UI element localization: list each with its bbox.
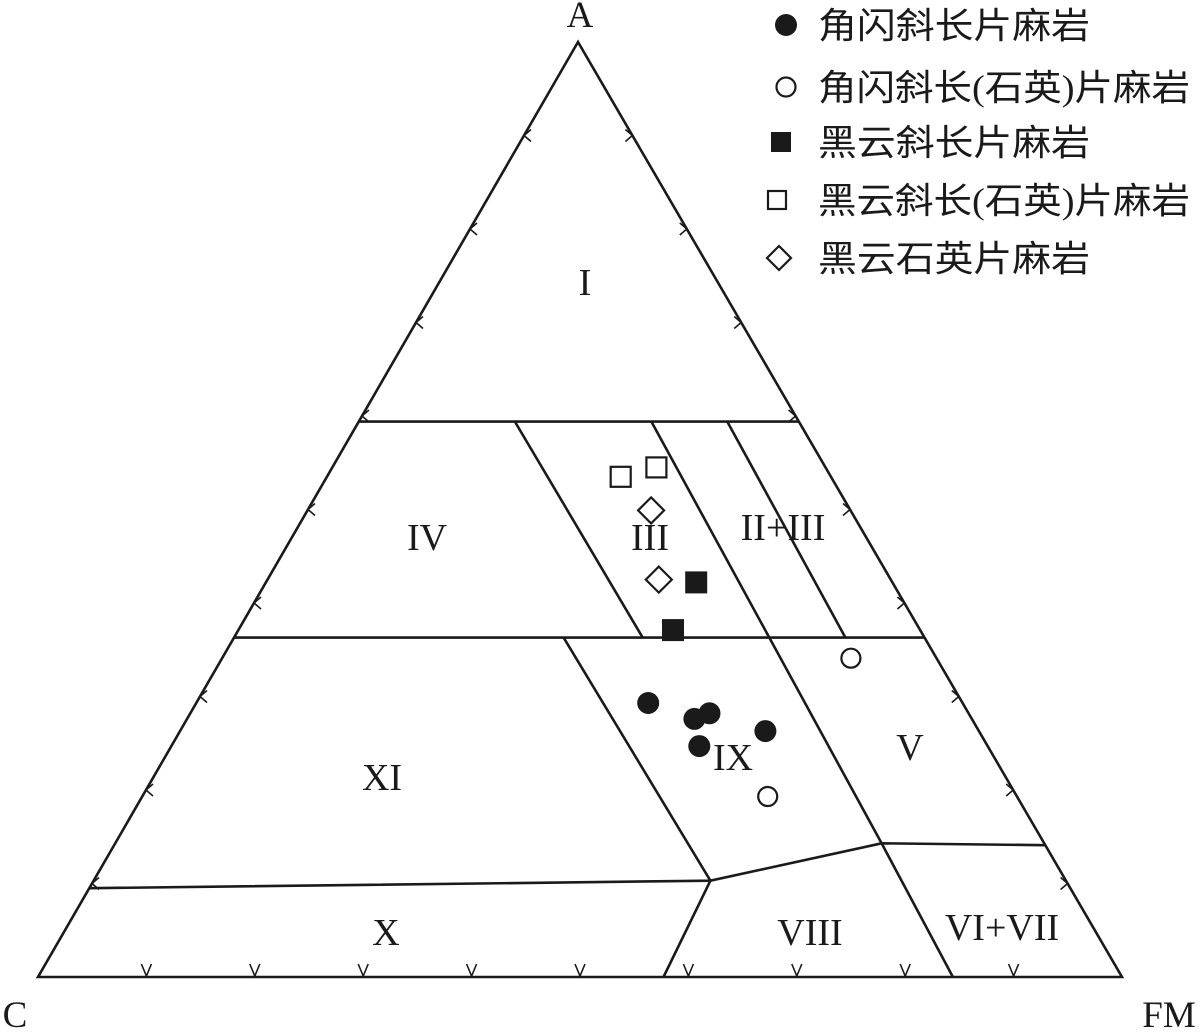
legend-item: 角闪斜长(石英)片麻岩 (775, 68, 1190, 108)
data-point-filled-circle (698, 702, 721, 725)
legend-filled-circle-icon (775, 14, 797, 36)
data-point-open-square (609, 465, 632, 488)
field-label-ii-iii: II+III (741, 507, 826, 549)
axis-tick-bottom (899, 963, 911, 979)
field-boundary (726, 420, 847, 639)
data-point-open-circle (840, 647, 862, 669)
legend-label: 黑云斜长(石英)片麻岩 (818, 181, 1190, 221)
axis-tick-bottom (465, 963, 478, 979)
axis-tick-left (306, 502, 316, 517)
axis-tick-left (252, 596, 262, 610)
axis-tick-right (951, 689, 961, 704)
data-point-open-diamond (644, 565, 674, 595)
legend-open-diamond-icon (765, 244, 793, 272)
data-point-filled-square (662, 619, 684, 642)
field-label-xi: XI (362, 757, 402, 799)
data-point-open-circle (757, 785, 779, 808)
vertex-label-left: C (3, 995, 28, 1032)
axis-tick-right (624, 128, 634, 143)
field-labels: I II+III III IV V VI+VII VIII IX X XI (362, 262, 1059, 954)
legend-label: 黑云斜长片麻岩 (818, 123, 1090, 163)
axis-tick-left (90, 876, 100, 891)
field-label-vi-vii: VI+VII (945, 907, 1059, 949)
axis-tick-left (522, 128, 532, 143)
axis-tick-left (468, 222, 478, 236)
data-point-open-square (645, 456, 668, 479)
axis-tick-right (788, 409, 797, 423)
field-boundary (89, 841, 1046, 890)
axis-tick-right (842, 502, 852, 517)
data-point-filled-circle (688, 735, 711, 758)
axis-tick-left (414, 315, 424, 330)
legend-open-square-icon (766, 189, 788, 211)
legend-filled-square-icon (771, 132, 791, 152)
field-boundaries (89, 420, 1046, 978)
field-boundary (513, 420, 644, 639)
legend-label: 角闪斜长片麻岩 (818, 6, 1090, 46)
axis-tick-right (1005, 783, 1015, 797)
legend-open-circle-icon (775, 76, 797, 98)
axis-tick-bottom (249, 963, 261, 979)
legend-item: 角闪斜长片麻岩 (775, 6, 1090, 46)
field-label-iv: IV (407, 517, 448, 559)
vertex-label-top: A (567, 0, 594, 36)
data-point-open-diamond (636, 495, 666, 525)
axis-tick-bottom (682, 963, 695, 979)
field-label-viii: VIII (777, 912, 842, 954)
legend-label: 黑云石英片麻岩 (818, 239, 1090, 279)
data-point-filled-square (685, 571, 708, 594)
legend-item: 黑云斜长(石英)片麻岩 (766, 181, 1190, 221)
axis-tick-right (1060, 876, 1069, 891)
legend: 角闪斜长片麻岩 角闪斜长(石英)片麻岩 黑云斜长片麻岩 黑云斜长(石英)片麻岩 … (765, 6, 1190, 279)
axis-tick-left (198, 689, 208, 704)
field-label-x: X (372, 912, 399, 954)
data-points (609, 456, 862, 808)
axis-tick-bottom (574, 963, 586, 979)
data-point-filled-circle (637, 692, 660, 714)
axis-tick-right (733, 315, 743, 330)
field-boundary (650, 420, 955, 978)
field-label-v: V (896, 727, 924, 769)
axis-tick-bottom (791, 963, 803, 979)
axis-tick-bottom (140, 963, 153, 979)
legend-item: 黑云石英片麻岩 (765, 239, 1090, 279)
vertex-label-right: FM (1142, 995, 1195, 1032)
field-label-iii: III (631, 517, 669, 559)
axis-ticks (90, 128, 1069, 979)
axis-tick-left (360, 409, 370, 423)
legend-item: 黑云斜长片麻岩 (771, 123, 1090, 163)
field-label-ix: IX (713, 737, 753, 779)
axis-tick-bottom (1007, 963, 1020, 979)
axis-tick-left (144, 783, 154, 797)
field-boundary (562, 636, 712, 978)
data-point-filled-circle (754, 720, 777, 743)
legend-label: 角闪斜长(石英)片麻岩 (818, 68, 1190, 108)
axis-tick-right (679, 222, 689, 236)
axis-tick-right (896, 596, 906, 610)
field-label-i: I (579, 262, 592, 304)
vertex-labels: A C FM (3, 0, 1196, 1032)
axis-tick-bottom (357, 963, 369, 979)
